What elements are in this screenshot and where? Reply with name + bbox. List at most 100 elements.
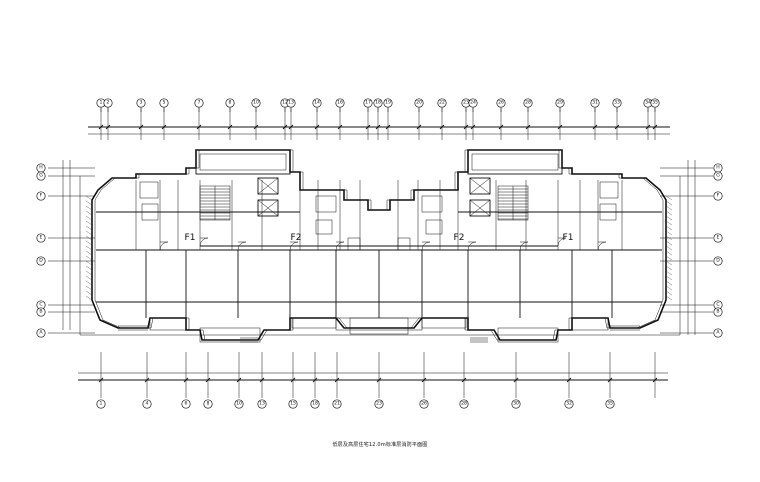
insulation-hatch <box>85 205 93 211</box>
top-grid-bubble-label: 8 <box>229 100 232 106</box>
dimension-slash <box>607 377 613 383</box>
unit-tag-label: F1 <box>563 233 574 243</box>
bottom-grid-bubble-circle <box>564 399 574 409</box>
room-partitions <box>96 180 662 343</box>
elevator-shaft <box>257 177 279 195</box>
unit-tag: F1 <box>185 233 196 243</box>
dimension-slash <box>463 124 469 130</box>
bottom-grid-bubble-label: 8 <box>207 401 210 407</box>
row-grid-bubble-right-label: F <box>717 193 720 199</box>
top-grid-bubble-label: 28 <box>525 100 531 106</box>
bathroom <box>315 219 333 235</box>
insulation-hatch <box>665 275 673 281</box>
elevator-shaft <box>469 199 491 217</box>
dimension-slash <box>98 377 104 383</box>
unit-tag-label: F1 <box>185 233 196 243</box>
top-grid-bubble: 24 <box>468 98 478 108</box>
row-grid-bubble-right-circle <box>713 307 723 317</box>
dimension-slash <box>337 124 343 130</box>
insulation-hatch <box>85 260 93 266</box>
top-grid-bubble: 35 <box>650 98 660 108</box>
top-grid-bubble: 16 <box>335 98 345 108</box>
top-grid-bubble-label: 13 <box>288 100 294 106</box>
insulation-hatch <box>665 210 673 216</box>
elevator-shaft <box>469 177 491 195</box>
row-grid-bubble-left-circle <box>36 328 46 338</box>
dimension-slash <box>365 124 371 130</box>
insulation-hatch <box>85 230 93 236</box>
dimension-slash <box>461 377 467 383</box>
bottom-grid-bubble-circle <box>419 399 429 409</box>
bottom-grid-bubble-label: 4 <box>146 401 149 407</box>
row-grid-bubble-right-label: G <box>716 173 720 179</box>
central-void <box>349 317 409 335</box>
door-swing <box>557 237 567 247</box>
bottom-grid-bubble: 30 <box>511 399 521 409</box>
row-grid-bubble-left-label: D <box>39 258 43 264</box>
insulation-hatch <box>85 265 93 271</box>
core-roof <box>467 149 563 175</box>
row-grid-bubble-right-label: B <box>716 309 719 315</box>
bottom-grid-bubble-label: 21 <box>334 401 340 407</box>
row-grid-bubble-right-circle <box>713 171 723 181</box>
insulation-hatch <box>665 280 673 286</box>
bottom-grid-bubble-label: 6 <box>185 401 188 407</box>
bathroom <box>599 181 619 199</box>
insulation-hatch <box>665 245 673 251</box>
bathroom <box>347 237 361 251</box>
row-grid-bubble-right-label: H <box>716 165 719 171</box>
bathroom <box>599 203 617 221</box>
row-grid-bubble-right: E <box>713 233 723 243</box>
row-grid-bubble-right: F <box>713 191 723 201</box>
top-grid-bubble-label: 35 <box>652 100 658 106</box>
row-grid-bubble-left: A <box>36 328 46 338</box>
dimension-slash <box>525 124 531 130</box>
insulation-hatch <box>665 230 673 236</box>
bottom-grid-bubble-label: 23 <box>376 401 382 407</box>
door-swing <box>199 237 209 247</box>
row-grid-bubble-left-circle <box>36 171 46 181</box>
dimension-slash <box>205 377 211 383</box>
bottom-grid-bubble-circle <box>96 399 106 409</box>
unit-tag: F2 <box>291 233 302 243</box>
dimension-slash <box>375 124 381 130</box>
bottom-grid-bubble-circle <box>332 399 342 409</box>
insulation-hatch <box>665 200 673 206</box>
balcony <box>291 317 337 329</box>
top-grid-bubble-label: 7 <box>198 100 201 106</box>
top-grid-bubble: 3 <box>136 98 146 108</box>
insulation-hatch <box>665 205 673 211</box>
top-grid-bubble: 26 <box>496 98 506 108</box>
insulation-hatch <box>85 285 93 291</box>
balcony <box>421 317 467 329</box>
insulation-hatch <box>85 270 93 276</box>
row-grid-bubble-right-label: D <box>716 258 720 264</box>
bottom-grid-bubble-label: 30 <box>513 401 519 407</box>
bottom-grid-bubble-label: 13 <box>259 401 265 407</box>
row-grid-bubble-right-label: C <box>716 302 719 308</box>
bathroom <box>139 181 159 199</box>
insulation-hatch <box>85 225 93 231</box>
insulation-hatch <box>665 235 673 241</box>
top-grid-bubble-label: 17 <box>365 100 371 106</box>
row-grid-bubble-right-circle <box>713 328 723 338</box>
site-boundary <box>79 176 681 336</box>
bottom-grid-bubble-label: 35 <box>607 401 613 407</box>
top-grid-bubble-label: 20 <box>416 100 422 106</box>
top-grid-bubble-label: 26 <box>498 100 504 106</box>
dimension-slash <box>614 124 620 130</box>
bottom-grid-bubble-circle <box>310 399 320 409</box>
dimension-slash <box>227 124 233 130</box>
row-grid-bubble-left-label: B <box>39 309 42 315</box>
top-grid-bubble-label: 5 <box>163 100 166 106</box>
bottom-grid-bubble-label: 15 <box>290 401 296 407</box>
unit-tag: F1 <box>563 233 574 243</box>
insulation-hatch <box>85 210 93 216</box>
top-grid-bubble: 29 <box>555 98 565 108</box>
dimension-slash <box>645 124 651 130</box>
bottom-grid-bubble: 28 <box>459 399 469 409</box>
